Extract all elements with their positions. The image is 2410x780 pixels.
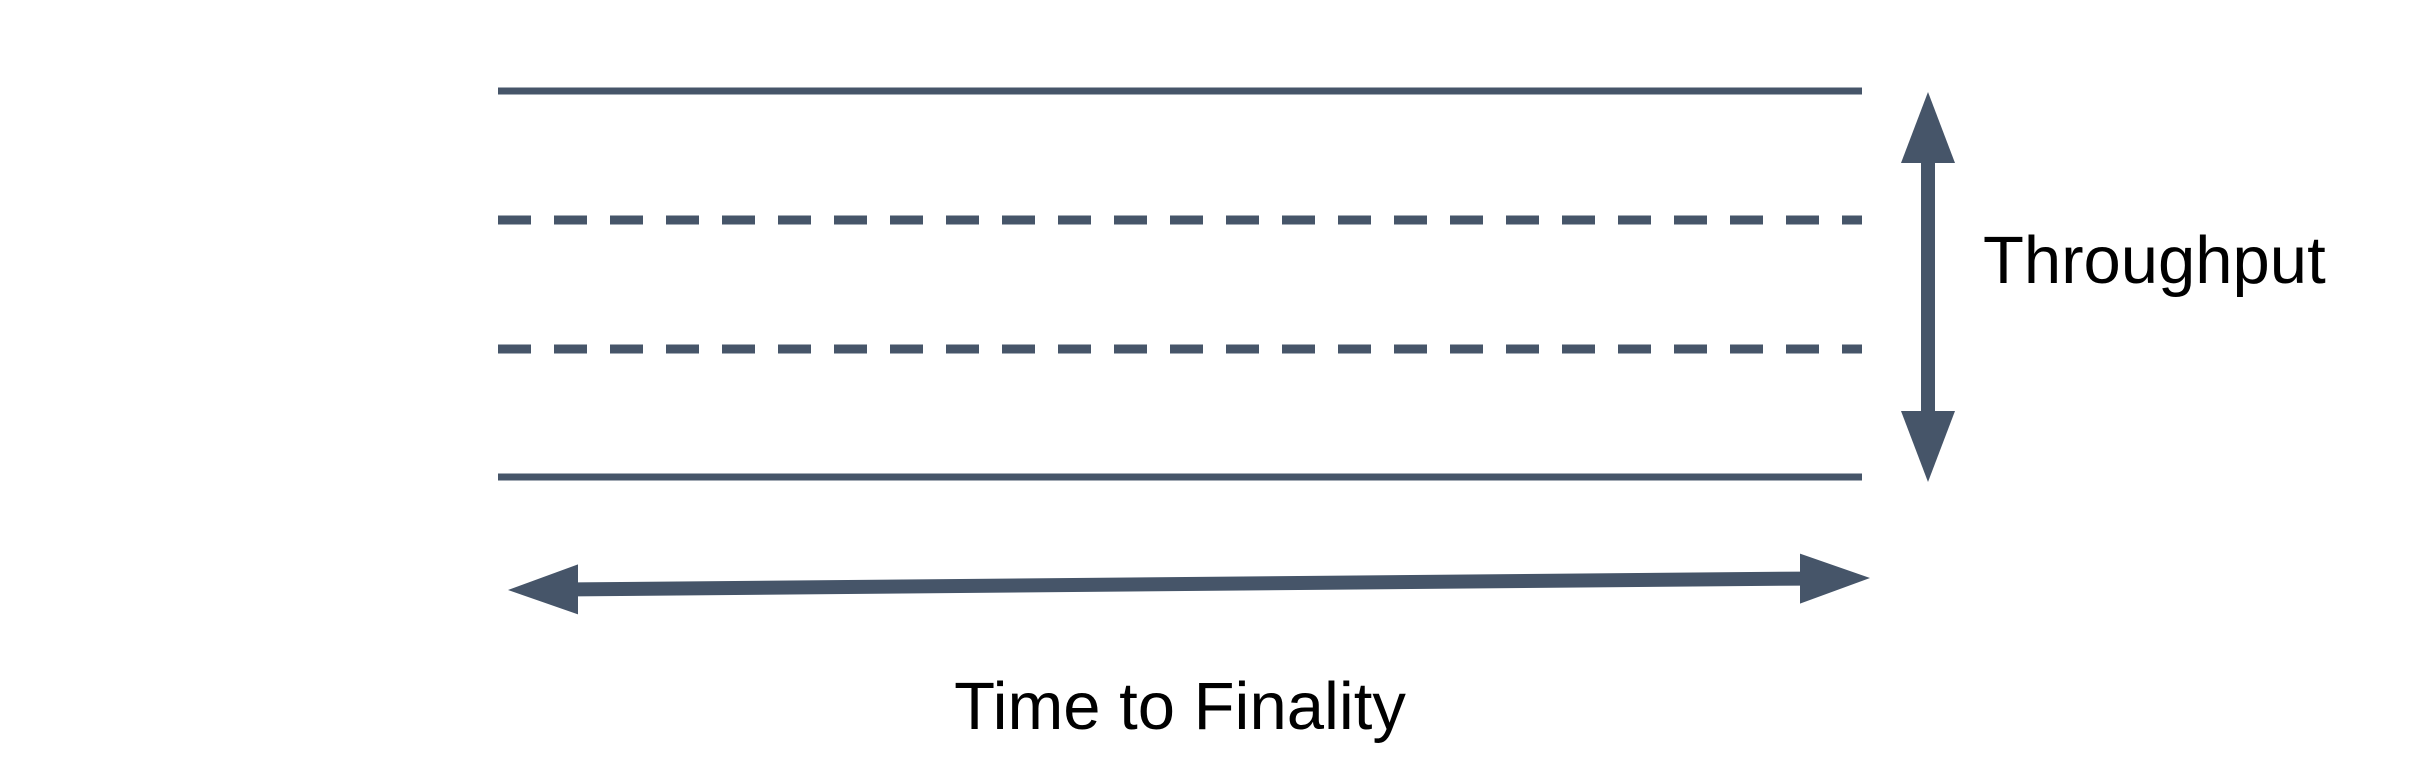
arrow-left-head-icon (508, 564, 578, 615)
arrow-right-head-icon (1800, 553, 1870, 604)
throughput-label: Throughput (1983, 223, 2326, 298)
time-to-finality-extent-arrow (508, 553, 1870, 615)
time-to-finality-arrow-shaft (575, 571, 1803, 597)
time-to-finality-label: Time to Finality (954, 669, 1406, 744)
arrow-down-head-icon (1901, 411, 1955, 482)
arrow-up-head-icon (1901, 92, 1955, 163)
throughput-extent-arrow (1901, 92, 1955, 482)
